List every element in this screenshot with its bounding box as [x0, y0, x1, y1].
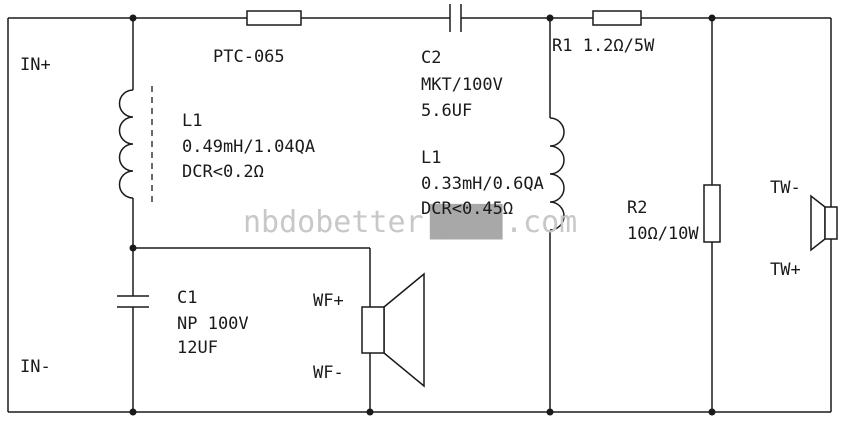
c1-type-label: NP 100V: [177, 314, 249, 334]
resistor-ptc-symbol: [246, 10, 302, 26]
junction-node: [708, 14, 716, 22]
terminal-label-tw-minus: TW-: [770, 178, 801, 198]
junction-node: [366, 408, 374, 416]
c2-name-label: C2: [421, 48, 441, 68]
l1-mid-value-label: 0.33mH/0.6QA: [421, 174, 544, 194]
junction-node: [546, 408, 554, 416]
terminal-label-in-plus: IN+: [20, 55, 51, 75]
junction-node: [546, 14, 554, 22]
c2-value-label: 5.6UF: [421, 101, 472, 121]
c1-name-label: C1: [177, 288, 197, 308]
tweeter-cone: [810, 194, 826, 252]
terminal-label-tw-plus: TW+: [770, 260, 801, 280]
l1-left-dcr-label: DCR<0.2Ω: [182, 162, 264, 182]
junction-node: [129, 244, 137, 252]
l1-mid-dcr-label: DCR<0.45Ω: [421, 199, 513, 219]
woofer-magnet: [361, 306, 385, 354]
l1-mid-name-label: L1: [421, 148, 441, 168]
c1-value-label: 12UF: [177, 338, 218, 358]
resistor-r2-symbol: [703, 184, 721, 243]
terminal-label-wf-plus: WF+: [313, 291, 344, 311]
woofer-cone: [383, 272, 425, 388]
junction-node: [129, 14, 137, 22]
r2-value-label: 10Ω/10W: [627, 224, 699, 244]
watermark-censored-block: ████: [429, 203, 503, 240]
terminal-label-wf-minus: WF-: [313, 363, 344, 383]
inductor-l1-left-symbol: [118, 89, 134, 199]
ptc-label: PTC-065: [213, 47, 285, 67]
junction-node: [708, 408, 716, 416]
watermark-text-prefix: nbdobetter: [243, 205, 424, 240]
l1-left-name-label: L1: [182, 111, 202, 131]
r1-label: R1 1.2Ω/5W: [552, 36, 655, 56]
tweeter-magnet: [824, 206, 838, 240]
r2-name-label: R2: [627, 198, 647, 218]
inductor-l1-mid-symbol: [549, 117, 565, 231]
watermark-text-suffix: .com: [505, 205, 577, 240]
l1-left-value-label: 0.49mH/1.04QA: [182, 137, 315, 157]
terminal-label-in-minus: IN-: [20, 357, 51, 377]
c2-type-label: MKT/100V: [421, 75, 503, 95]
junction-node: [129, 408, 137, 416]
resistor-r1-symbol: [592, 10, 642, 26]
